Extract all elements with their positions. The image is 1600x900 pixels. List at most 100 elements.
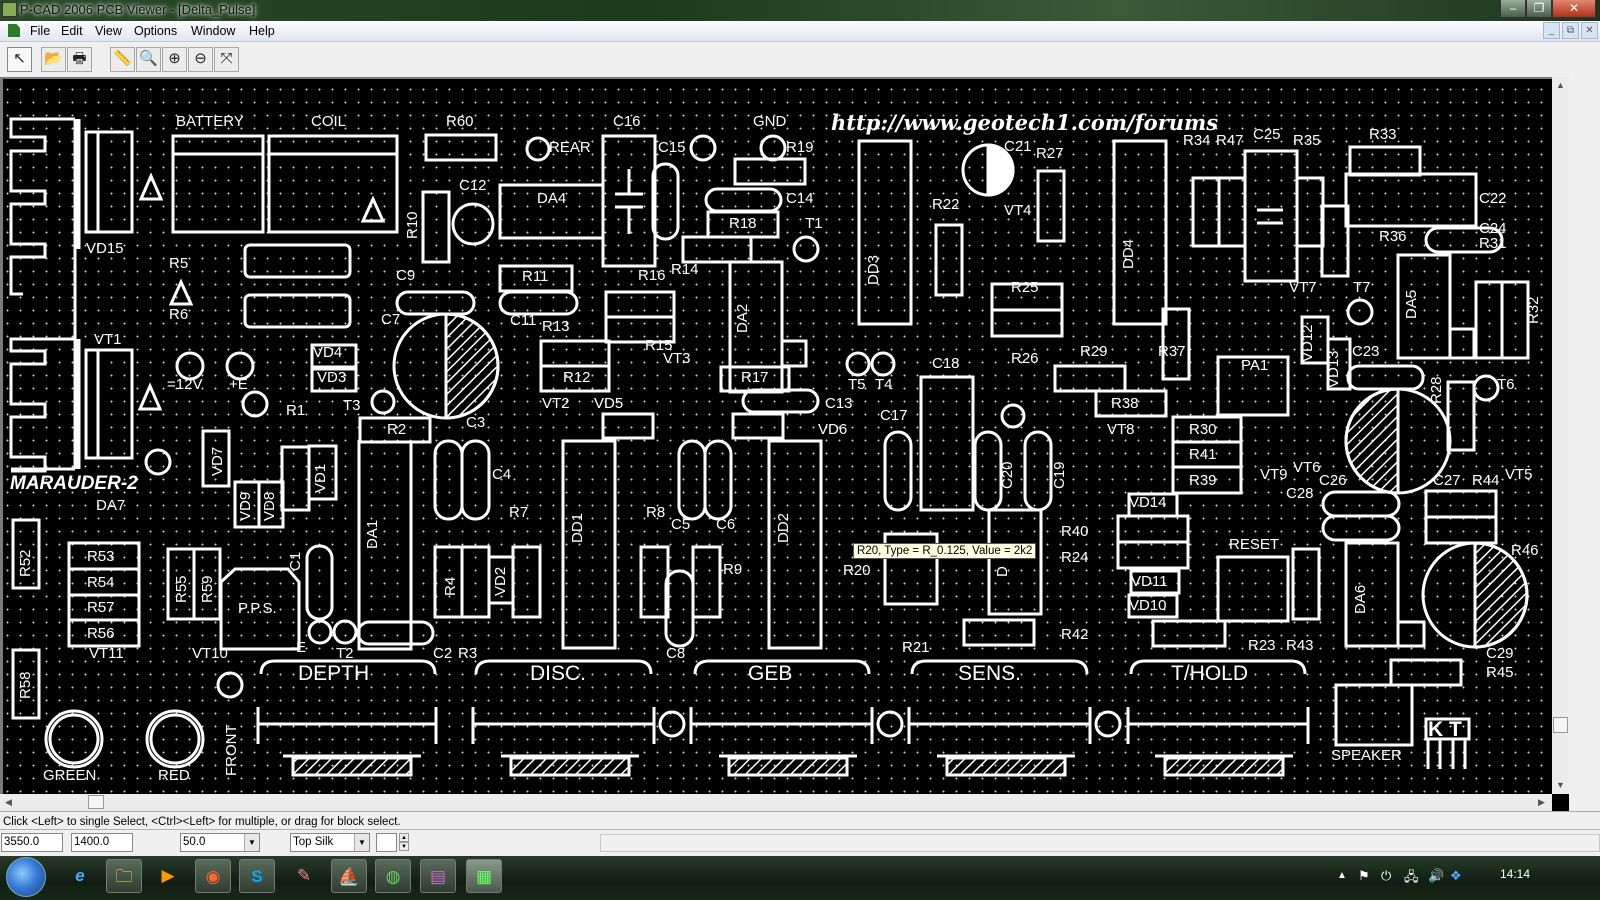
- label-r56: R56: [87, 625, 115, 642]
- media-player-taskbar-icon[interactable]: ▶: [161, 866, 175, 885]
- label-r41: R41: [1189, 446, 1217, 463]
- label-speaker: SPEAKER: [1331, 747, 1402, 764]
- show-hidden-icons-icon[interactable]: ▲: [1337, 870, 1347, 881]
- label-r19: R19: [786, 139, 814, 156]
- grid-select[interactable]: 50.0 ▼: [180, 833, 260, 852]
- volume-icon[interactable]: 🔊: [1428, 868, 1445, 883]
- label-r28: R28: [1428, 376, 1445, 404]
- scroll-down-icon[interactable]: ▼: [1556, 780, 1565, 790]
- zoom-in-button[interactable]: ⊕: [162, 47, 187, 72]
- document-icon[interactable]: [8, 24, 20, 37]
- label-r9: R9: [723, 561, 743, 578]
- mdi-close-button[interactable]: ✕: [1581, 22, 1598, 39]
- start-button[interactable]: [6, 857, 46, 897]
- label-r21: R21: [902, 639, 930, 656]
- scroll-right-icon[interactable]: ▶: [1538, 797, 1545, 807]
- scroll-up-icon[interactable]: ▲: [1556, 80, 1565, 90]
- grid-value: 50.0: [183, 836, 206, 848]
- layer-select[interactable]: Top Silk▼: [290, 833, 370, 852]
- label-kt: K T: [1428, 718, 1462, 741]
- scroll-left-icon[interactable]: ◀: [5, 797, 12, 807]
- globe-taskbar-icon[interactable]: ◍: [375, 859, 411, 893]
- label-r31: R31: [1479, 235, 1507, 252]
- y-coordinate-field[interactable]: 1400.0: [71, 833, 133, 852]
- menu-view[interactable]: View: [95, 24, 122, 38]
- label-r27: R27: [1036, 145, 1064, 162]
- measure-button[interactable]: 📏: [110, 47, 135, 72]
- label-r36: R36: [1379, 228, 1407, 245]
- label-vd11: VD11: [1131, 573, 1168, 590]
- label-r29: R29: [1080, 343, 1108, 360]
- label-r2: R2: [387, 421, 407, 438]
- label-r60: R60: [446, 113, 474, 130]
- print-button[interactable]: 🖶: [67, 47, 92, 72]
- pcb-board[interactable]: http://www.geotech1.com/forums MARAUDER-…: [3, 79, 1552, 794]
- menu-window[interactable]: Window: [191, 24, 236, 38]
- label-r4: R4: [442, 576, 459, 596]
- zoom-out-button[interactable]: ⊖: [188, 47, 213, 72]
- status-bar: Click <Left> to single Select, <Ctrl><Le…: [0, 811, 1600, 856]
- menu-help[interactable]: Help: [249, 24, 275, 38]
- paint-taskbar-icon[interactable]: ✎: [296, 866, 312, 885]
- ie-taskbar-icon[interactable]: e: [75, 866, 85, 885]
- pot-label-sens: SENS.: [958, 662, 1022, 685]
- vertical-scrollbar[interactable]: ▲ ▼: [1552, 77, 1569, 794]
- pcad-taskbar-icon[interactable]: ▦: [466, 859, 502, 893]
- menu-options[interactable]: Options: [134, 24, 178, 38]
- action-center-flag-icon[interactable]: ⚑: [1358, 868, 1370, 883]
- label-c20: C20: [999, 461, 1016, 489]
- select-tool-button[interactable]: ↖: [7, 47, 32, 72]
- label-t2: T2: [336, 645, 354, 662]
- dropbox-icon[interactable]: ❖: [1450, 868, 1462, 883]
- mdi-restore-button[interactable]: ⧉: [1562, 22, 1579, 39]
- zoom-extents-button[interactable]: ⤧: [214, 47, 239, 72]
- vertical-scroll-thumb[interactable]: [1553, 717, 1568, 733]
- window-right-edge: [1569, 77, 1600, 817]
- label-pps: P.P.S.: [238, 600, 277, 617]
- label-c21: C21: [1004, 138, 1032, 155]
- explorer-taskbar-icon[interactable]: 🗀: [106, 859, 142, 893]
- pointer-icon: ↖: [13, 50, 26, 67]
- label-vd1: VD1: [312, 463, 329, 493]
- horizontal-scroll-thumb[interactable]: [88, 795, 104, 809]
- zoom-window-button[interactable]: 🔍: [136, 47, 161, 72]
- label-r55: R55: [173, 575, 190, 603]
- label-rear: REAR: [549, 139, 591, 156]
- pot-label-geb: GEB: [748, 662, 793, 685]
- chevron-down-icon[interactable]: ▼: [244, 834, 259, 851]
- label-r26: R26: [1011, 350, 1039, 367]
- skype-taskbar-icon[interactable]: S: [239, 859, 275, 893]
- clock[interactable]: 14:14: [1500, 867, 1531, 881]
- pcb-canvas[interactable]: http://www.geotech1.com/forums MARAUDER-…: [0, 77, 1552, 794]
- label-r24: R24: [1061, 549, 1089, 566]
- close-button[interactable]: ✕: [1552, 0, 1596, 18]
- spin-buttons[interactable]: ▲▼: [399, 833, 409, 852]
- label-vd10: VD10: [1129, 597, 1167, 614]
- spin-down-icon[interactable]: ▼: [399, 842, 409, 851]
- network-icon[interactable]: 🖧: [1404, 869, 1419, 884]
- power-plug-icon[interactable]: ⏻: [1381, 868, 1392, 883]
- horizontal-scrollbar[interactable]: ◀ ▶: [0, 794, 1552, 811]
- label-c24: C24: [1479, 220, 1507, 237]
- spin-up-icon[interactable]: ▲: [399, 833, 409, 842]
- network-taskbar-icon[interactable]: ⛵: [331, 859, 367, 893]
- mdi-minimize-button[interactable]: _: [1543, 22, 1560, 39]
- chevron-down-icon[interactable]: ▼: [354, 834, 369, 851]
- menu-bar: File Edit View Options Window Help _ ⧉ ✕: [0, 21, 1600, 41]
- spin-field[interactable]: [376, 833, 397, 852]
- minimize-button[interactable]: –: [1500, 0, 1526, 18]
- label-r15: R15: [645, 337, 673, 354]
- menu-file[interactable]: File: [30, 24, 51, 38]
- label-t1: T1: [805, 215, 823, 232]
- label-da4: DA4: [537, 190, 567, 207]
- x-coordinate-field[interactable]: 3550.0: [1, 833, 63, 852]
- label-c17: C17: [880, 407, 908, 424]
- open-button[interactable]: 📂: [41, 47, 66, 72]
- label-coil: COIL: [311, 113, 347, 130]
- menu-edit[interactable]: Edit: [61, 24, 83, 38]
- firefox-taskbar-icon[interactable]: ◉: [195, 859, 231, 893]
- winrar-taskbar-icon[interactable]: ▤: [420, 859, 456, 893]
- label-vt4: VT4: [1004, 202, 1032, 219]
- pot-label-disc: DISC.: [530, 662, 587, 685]
- restore-button[interactable]: ❐: [1526, 0, 1552, 18]
